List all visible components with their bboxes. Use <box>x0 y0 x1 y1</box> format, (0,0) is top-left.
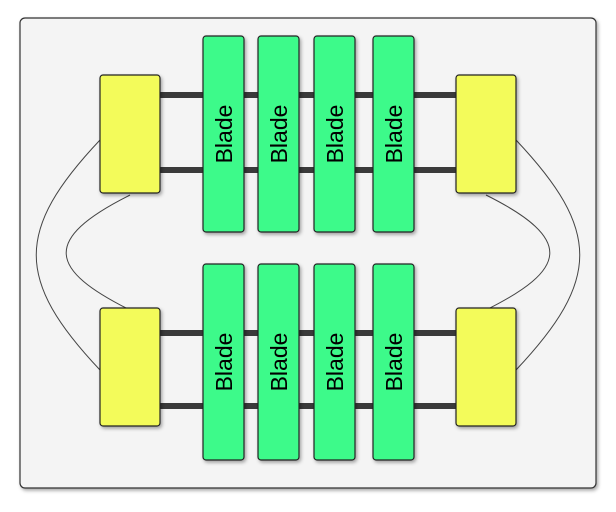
diagram-frame <box>19 17 597 489</box>
blade-label: Blade <box>266 105 292 164</box>
switch-bottom-right <box>455 307 517 427</box>
cables <box>35 139 581 371</box>
switch-bottom-left <box>99 307 161 427</box>
blade-top-2: Blade <box>257 35 300 233</box>
blade-body <box>313 35 356 233</box>
blade-label: Blade <box>322 333 348 392</box>
blade-body <box>257 35 300 233</box>
cable-left-outer <box>35 139 101 371</box>
switch-top-left <box>99 74 161 194</box>
blade-bottom-1: Blade <box>202 263 245 461</box>
blade-body <box>202 35 245 233</box>
blade-bottom-4: Blade <box>372 263 415 461</box>
cable-right-outer <box>515 139 581 371</box>
blade-body <box>372 35 415 233</box>
blade-top-1: Blade <box>202 35 245 233</box>
blade-top-3: Blade <box>313 35 356 233</box>
blade-label: Blade <box>322 105 348 164</box>
blade-group-top: Blade Blade Blade Blade <box>202 35 415 233</box>
blade-label: Blade <box>381 105 407 164</box>
switches <box>99 74 517 427</box>
blade-body <box>202 263 245 461</box>
cable-left-inner <box>65 194 131 311</box>
blade-body <box>313 263 356 461</box>
blade-body <box>257 263 300 461</box>
blade-group-bottom: Blade Blade Blade Blade <box>202 263 415 461</box>
cable-right-inner <box>485 194 551 311</box>
blade-bottom-2: Blade <box>257 263 300 461</box>
blade-label: Blade <box>381 333 407 392</box>
blade-bottom-3: Blade <box>313 263 356 461</box>
switch-top-right <box>455 74 517 194</box>
blade-label: Blade <box>211 105 237 164</box>
blade-body <box>372 263 415 461</box>
blade-top-4: Blade <box>372 35 415 233</box>
blade-label: Blade <box>266 333 292 392</box>
blade-label: Blade <box>211 333 237 392</box>
